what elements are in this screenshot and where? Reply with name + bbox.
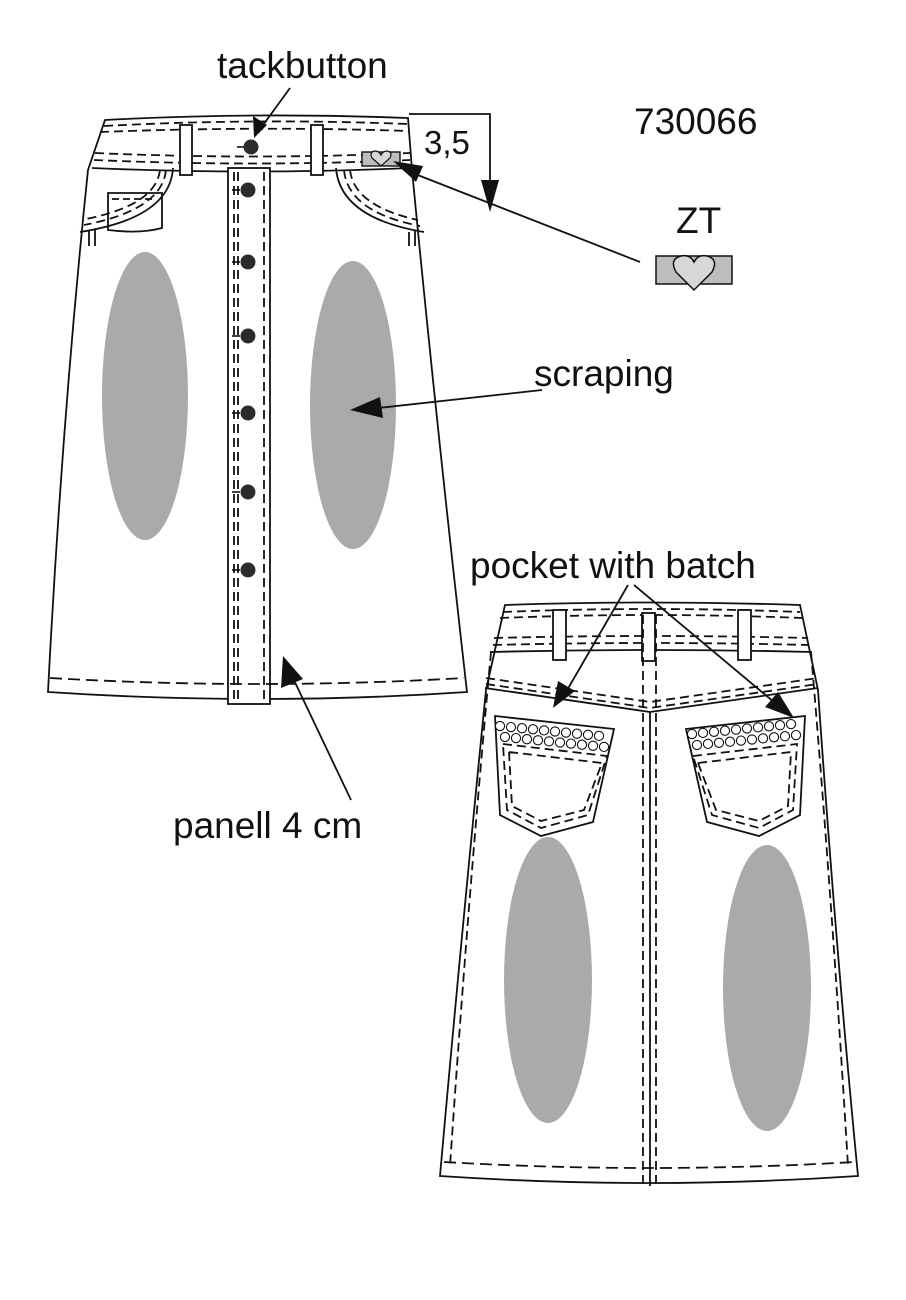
style-number: 730066 — [634, 101, 757, 142]
placket-button — [232, 562, 256, 578]
badge-dot — [505, 721, 517, 733]
badge-dot — [527, 724, 539, 735]
badge-dot — [510, 732, 522, 744]
tackbutton-arrowhead — [253, 116, 267, 138]
badge-dot — [735, 735, 747, 746]
badge-dot — [774, 720, 786, 731]
badge-dot — [499, 731, 511, 743]
heart-trim-detail — [655, 254, 733, 292]
coin-pocket — [107, 192, 163, 233]
front-hem-stitch — [49, 677, 465, 685]
badge-dot — [730, 724, 742, 735]
badge-dot — [779, 731, 791, 742]
zt-arrowhead — [393, 161, 423, 182]
badge-dot — [554, 737, 566, 748]
trim-code-label: ZT — [676, 200, 721, 241]
tackbutton-label: tackbutton — [217, 45, 388, 86]
front-pocket-right — [335, 167, 425, 233]
badge-dot — [521, 734, 533, 745]
placket-button — [232, 328, 256, 344]
belt-loop — [641, 612, 656, 662]
badge-dot — [708, 726, 720, 737]
panel-arrowhead — [281, 656, 303, 688]
annotation-arrowheads — [253, 116, 794, 718]
badge-dot — [724, 736, 736, 747]
badge-dot — [790, 729, 802, 741]
panel-label: panell 4 cm — [173, 805, 362, 846]
badge-dot — [757, 733, 769, 744]
badge-dot — [713, 737, 725, 748]
belt-loop — [179, 124, 193, 176]
pocket-right-arrowhead — [765, 692, 794, 718]
badge-dot — [543, 736, 555, 747]
placket-button — [232, 182, 256, 198]
badge-dot — [560, 727, 572, 738]
pocket-badge-right — [686, 718, 802, 751]
badge-dot — [587, 740, 599, 751]
badge-dot — [697, 727, 709, 739]
scraping-label: scraping — [534, 353, 674, 394]
badge-dot — [686, 728, 698, 740]
scraping-area-front-right — [310, 261, 396, 549]
badge-dot — [719, 725, 731, 736]
front-pocket-left — [79, 167, 174, 233]
badge-dot — [532, 735, 544, 746]
pocket-badge-left — [494, 720, 610, 753]
badge-dot — [746, 734, 758, 745]
waistband-measure-label: 3,5 — [424, 124, 470, 161]
badge-dot — [768, 732, 780, 743]
heart-trim-small — [361, 150, 401, 167]
badge-dot — [752, 722, 764, 733]
badge-dot — [516, 723, 528, 734]
scraping-area-front-left — [102, 252, 188, 540]
placket-button — [232, 484, 256, 500]
badge-dot — [593, 730, 605, 742]
badge-dot — [691, 739, 703, 751]
belt-loop — [737, 609, 752, 661]
badge-dot — [538, 725, 550, 736]
tack-button — [237, 139, 259, 155]
badge-dot — [576, 739, 588, 750]
placket-button — [232, 405, 256, 421]
badge-dot — [702, 738, 714, 750]
belt-loop — [310, 124, 324, 176]
badge-dot — [549, 726, 561, 737]
placket-button — [232, 254, 256, 270]
badge-dot — [565, 738, 577, 749]
measure-arrowhead — [481, 180, 499, 212]
pocket-label: pocket with batch — [470, 545, 756, 586]
badge-dot — [582, 729, 594, 740]
back-hem-stitch — [443, 1161, 855, 1169]
scraping-area-back-left — [504, 837, 592, 1123]
belt-loop — [552, 609, 567, 661]
front-button-group — [232, 182, 256, 578]
badge-dot — [571, 728, 583, 739]
badge-dot — [785, 718, 797, 730]
badge-dot — [598, 741, 610, 753]
scraping-arrowhead — [350, 397, 383, 418]
pocket-left-arrowhead — [553, 681, 575, 708]
waistband-measure-bracket — [409, 113, 491, 186]
badge-dot — [494, 720, 506, 732]
badge-dot — [741, 723, 753, 734]
scraping-area-back-right — [723, 845, 811, 1131]
badge-dot — [763, 721, 775, 732]
annotation-lines — [257, 87, 782, 801]
